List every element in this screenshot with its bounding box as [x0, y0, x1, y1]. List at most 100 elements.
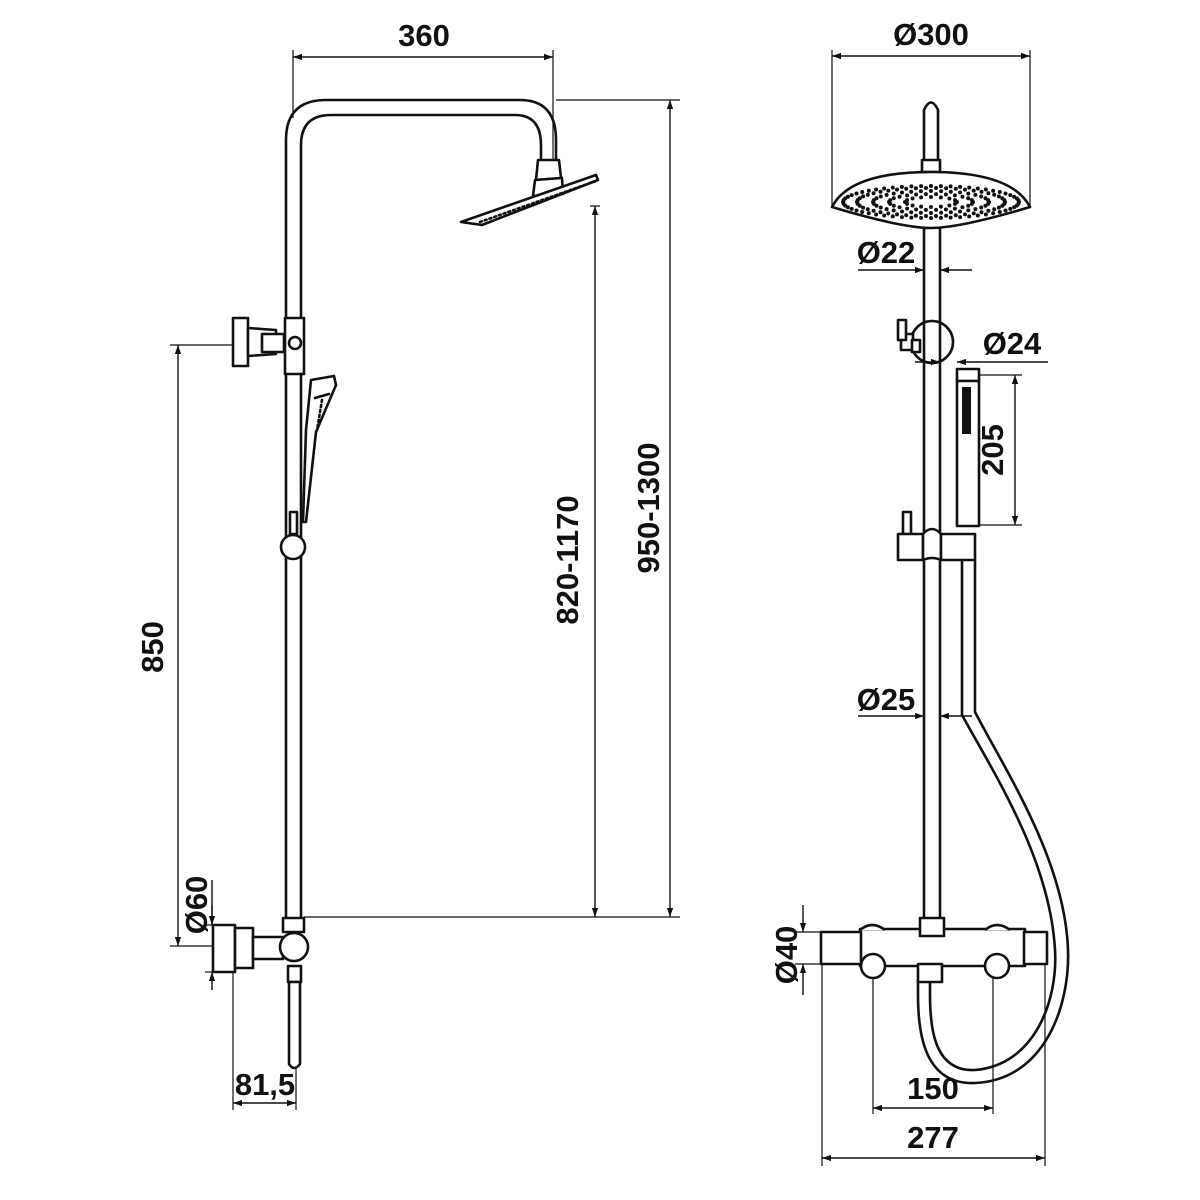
nozzle-dot [890, 214, 895, 219]
nozzle-dot [958, 215, 963, 220]
nozzle-dot [947, 203, 952, 208]
slide-holder-front [896, 510, 977, 562]
nozzle-dot [973, 192, 978, 197]
nozzle-dot [975, 213, 980, 218]
dim-head-height: 820-1170 [550, 205, 600, 917]
nozzle-dot [849, 193, 854, 198]
dim-body-diameter: Ø40 [769, 905, 822, 995]
nozzle-dot [884, 207, 889, 212]
nozzle-dot [900, 209, 904, 214]
mixer-side [211, 916, 310, 1070]
nozzle-dot [871, 191, 876, 196]
dim-body-width-label: 277 [907, 1120, 959, 1155]
dim-connection-centres-label: 150 [907, 1071, 959, 1106]
nozzle-dot [948, 210, 953, 215]
dim-arm-length: 360 [292, 18, 554, 160]
nozzle-dot [996, 194, 1001, 199]
nozzle-dot [986, 198, 991, 203]
nozzle-dot [948, 215, 953, 220]
nozzle-dot [953, 213, 958, 218]
nozzle-dot [923, 207, 928, 212]
nozzle-dot [878, 189, 883, 194]
nozzle-dot [934, 192, 939, 197]
shower-head-side [459, 158, 600, 227]
nozzle-dot [996, 205, 1001, 210]
dim-head-height-label: 820-1170 [550, 495, 585, 624]
nozzle-dot [882, 186, 887, 191]
nozzle-dot [909, 210, 914, 215]
nozzle-dot [943, 192, 948, 197]
dim-overall-height-label: 950-1300 [631, 442, 666, 573]
nozzle-dot [910, 203, 915, 208]
nozzle-dot [918, 210, 923, 215]
nozzle-dot [991, 188, 996, 193]
nozzle-dot [960, 194, 965, 199]
nozzle-dot [966, 203, 971, 208]
nozzle-dot [934, 214, 938, 218]
dim-handshower-length-label: 205 [975, 424, 1010, 476]
nozzle-dot [905, 193, 910, 198]
dim-overall-height: 950-1300 [304, 99, 680, 918]
nozzle-dot [986, 191, 991, 196]
dim-connection-centres: 150 [872, 978, 994, 1114]
nozzle-dot [983, 203, 988, 208]
nozzle-dot [909, 189, 914, 194]
nozzle-dot [891, 196, 896, 201]
nozzle-dot [899, 215, 904, 220]
dim-head-diameter: Ø300 [831, 17, 1031, 208]
nozzle-dot [918, 189, 923, 194]
nozzle-dot [929, 189, 933, 193]
nozzle-dot [979, 205, 984, 210]
nozzle-dot [992, 207, 997, 212]
dim-wall-flange-label: Ø60 [179, 876, 214, 935]
nozzle-dot [890, 185, 895, 190]
thermostat-body [819, 916, 1049, 984]
nozzle-dot [966, 191, 971, 196]
nozzle-dot [979, 194, 984, 199]
nozzle-dot [865, 192, 870, 197]
nozzle-dot [874, 187, 879, 192]
nozzle-dot [1002, 198, 1007, 203]
nozzle-dot [924, 214, 928, 218]
nozzle-dot [905, 198, 909, 203]
nozzle-dot [860, 190, 865, 194]
nozzle-dot [888, 198, 893, 203]
dim-holder-diameter-label: Ø24 [983, 326, 1042, 361]
nozzle-dot [900, 190, 904, 195]
nozzle-dot [929, 195, 933, 199]
nozzle-dot [895, 212, 899, 217]
nozzle-dot [979, 210, 984, 215]
nozzle-dot [878, 194, 883, 199]
nozzle-dot [952, 206, 957, 211]
shower-head-nozzles [841, 184, 1021, 220]
nozzle-dot [886, 188, 891, 193]
nozzle-dot [878, 205, 883, 210]
nozzle-dot [866, 188, 871, 193]
dim-rail-diameter: Ø25 [857, 682, 972, 720]
dim-rail-diameter-label: Ø25 [857, 682, 916, 717]
nozzle-dot [929, 205, 933, 209]
nozzle-dot [919, 195, 924, 200]
nozzle-dot [938, 184, 943, 189]
nozzle-dot [969, 198, 974, 203]
nozzle-dot [861, 194, 866, 199]
nozzle-dot [905, 206, 910, 211]
nozzle-dot [963, 187, 967, 192]
nozzle-dot [979, 189, 984, 194]
nozzle-dot [934, 207, 939, 212]
nozzle-dot [910, 196, 915, 201]
nozzle-dot [966, 196, 971, 201]
nozzle-dot [897, 194, 902, 199]
nozzle-dot [939, 189, 944, 194]
dim-arm-length-label: 360 [398, 18, 450, 53]
nozzle-dot [958, 209, 962, 214]
nozzle-dot [871, 208, 876, 213]
hand-shower-side [301, 374, 338, 524]
nozzle-dot [913, 186, 918, 191]
nozzle-dot [943, 207, 948, 212]
nozzle-dot [897, 205, 902, 210]
slide-holder-side [279, 510, 307, 561]
nozzle-dot [973, 207, 978, 212]
nozzle-dot [938, 215, 943, 220]
hand-shower-spray-face [962, 387, 971, 434]
